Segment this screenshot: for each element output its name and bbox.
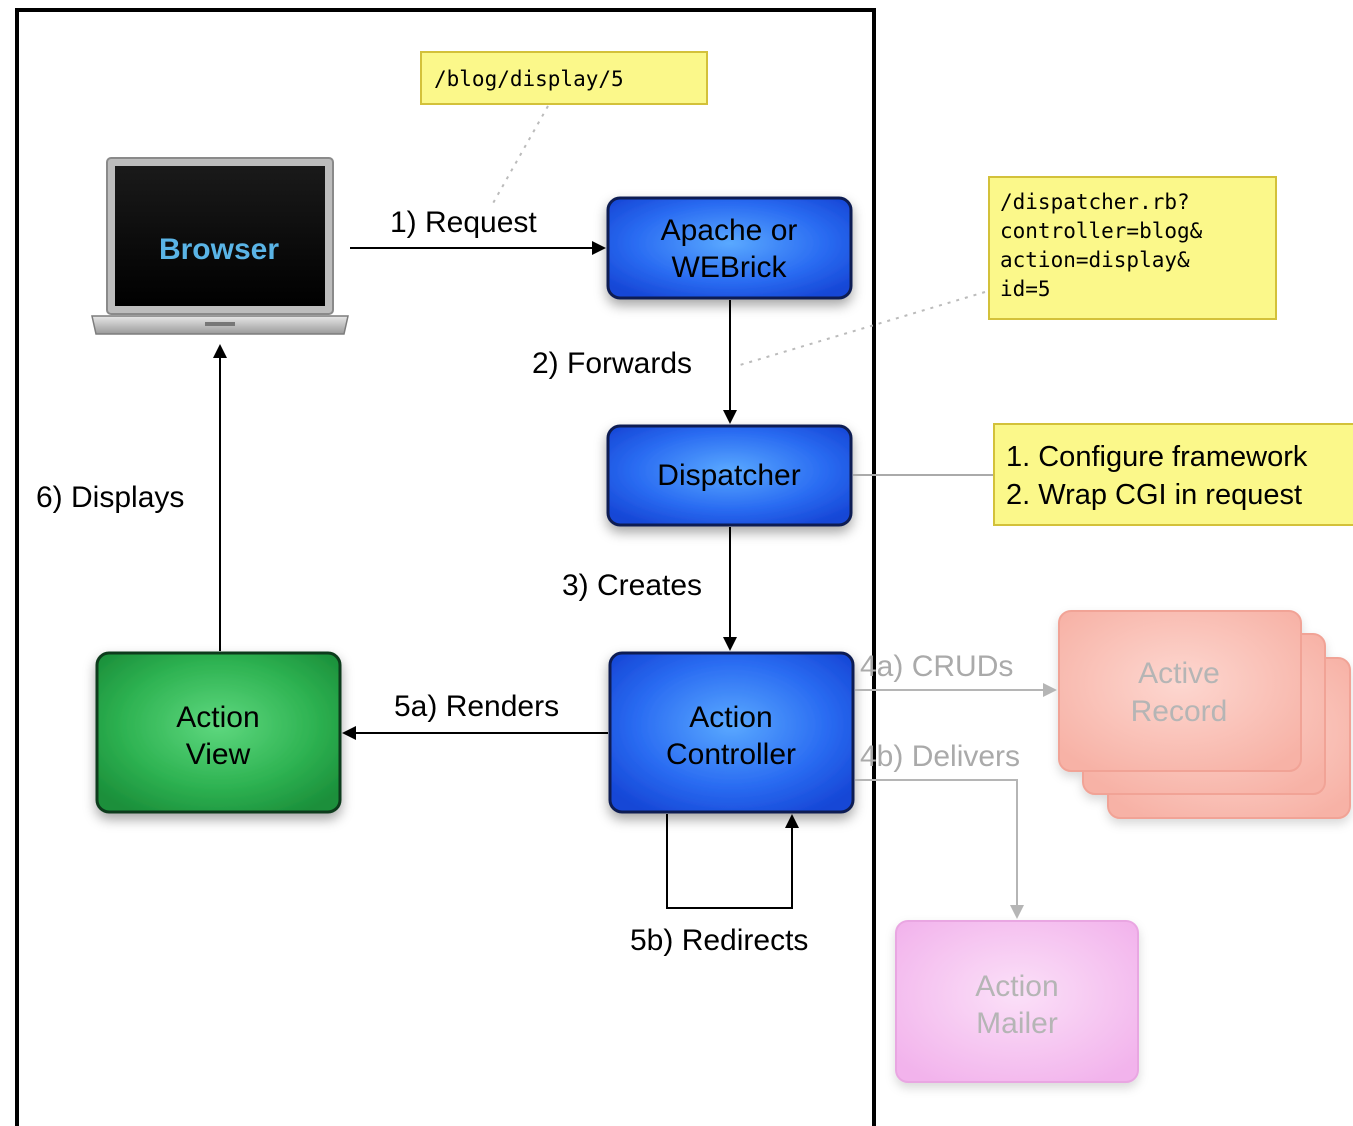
redirects-label: 5b) Redirects — [630, 924, 808, 957]
browser-laptop-icon — [91, 157, 349, 335]
forwards-label: 2) Forwards — [532, 347, 692, 380]
dispatch-url-line-1: /dispatcher.rb? — [1000, 190, 1190, 214]
apache-webrick-box — [606, 196, 853, 300]
url-note — [420, 51, 708, 105]
apache-label-line1: Apache or — [661, 214, 798, 247]
view-label-line2: View — [186, 738, 251, 771]
renders-label: 5a) Renders — [394, 690, 559, 723]
active-record-label-line1: Active — [1138, 657, 1220, 690]
action-controller-box — [608, 651, 855, 814]
dispatch-url-line-4: id=5 — [1000, 277, 1051, 301]
dispatcher-box — [606, 424, 853, 527]
dispatch-url-line-3: action=display& — [1000, 248, 1190, 272]
note-connector-url — [491, 105, 549, 206]
active-record-stack — [1058, 610, 1351, 819]
mailer-label-line1: Action — [975, 970, 1058, 1003]
action-mailer-box — [895, 920, 1139, 1083]
displays-label: 6) Displays — [36, 481, 184, 514]
dispatcher-task-2: 2. Wrap CGI in request — [1006, 479, 1302, 511]
dispatch-url-note — [988, 176, 1277, 320]
action-view-box — [95, 651, 342, 814]
cruds-label: 4a) CRUDs — [860, 650, 1013, 683]
request-label: 1) Request — [390, 206, 537, 239]
url-note-text: /blog/display/5 — [434, 67, 624, 91]
mailer-label-line2: Mailer — [976, 1007, 1058, 1040]
dispatcher-task-1: 1. Configure framework — [1006, 441, 1308, 473]
creates-label: 3) Creates — [562, 569, 702, 602]
redirects-loop-arrow — [666, 814, 799, 909]
dispatcher-tasks-note — [993, 423, 1353, 526]
delivers-arrow — [855, 779, 1024, 919]
controller-label-line2: Controller — [666, 738, 796, 771]
apache-label-line2: WEBrick — [672, 251, 788, 284]
dispatcher-label: Dispatcher — [657, 459, 800, 492]
browser-label: Browser — [159, 233, 279, 266]
delivers-label: 4b) Delivers — [860, 740, 1020, 773]
frame-border — [15, 8, 876, 1126]
view-label-line1: Action — [176, 701, 259, 734]
active-record-label-line2: Record — [1131, 695, 1228, 728]
note-connector-dispatch — [739, 291, 986, 366]
controller-label-line1: Action — [689, 701, 772, 734]
dispatch-url-line-2: controller=blog& — [1000, 219, 1203, 243]
